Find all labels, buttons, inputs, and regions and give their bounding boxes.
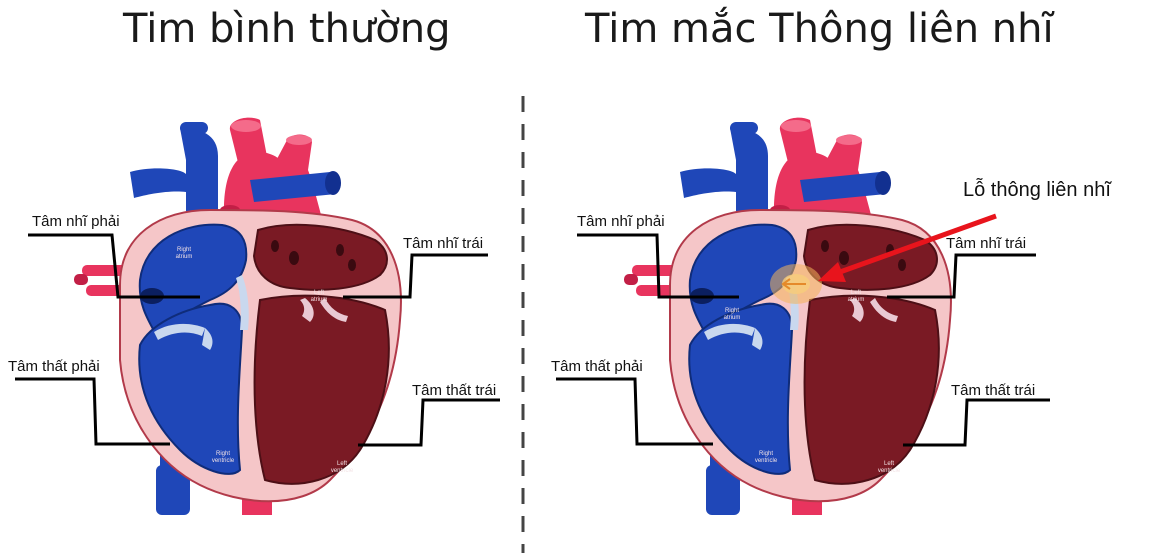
normal-rv-inner-line2: ventricle: [212, 458, 235, 464]
heart-illustration: [74, 118, 401, 515]
normal-la-inner-line2: atrium: [311, 297, 328, 303]
asd-ra-inner-line1: Right: [725, 308, 739, 314]
normal-ra-inner-line2: atrium: [176, 254, 193, 260]
normal-lv-inner-line1: Left: [337, 461, 347, 467]
label-normal-right-atrium: Tâm nhĩ phải: [32, 213, 120, 230]
normal-heart: [74, 118, 401, 515]
normal-lv-inner-line2: ventricle: [331, 468, 354, 474]
atrial-septal-defect: [770, 264, 822, 304]
asd-la-inner-line1: Left: [851, 290, 861, 296]
label-asd-left-ventricle: Tâm thất trái: [951, 382, 1035, 399]
asd-heart: [624, 118, 951, 515]
normal-la-inner-line1: Left: [314, 290, 324, 296]
asd-rv-inner-line2: ventricle: [755, 458, 778, 464]
label-asd-right-atrium: Tâm nhĩ phải: [577, 213, 665, 230]
label-asd-right-ventricle: Tâm thất phải: [551, 358, 643, 375]
label-asd-hole: Lỗ thông liên nhĩ: [963, 178, 1112, 201]
normal-rv-inner-line1: Right: [216, 451, 230, 457]
label-normal-right-ventricle: Tâm thất phải: [8, 358, 100, 375]
asd-ra-inner-line2: atrium: [724, 315, 741, 321]
asd-lv-inner-line1: Left: [884, 461, 894, 467]
asd-la-inner-line2: atrium: [848, 297, 865, 303]
heart-illustration: [624, 118, 951, 515]
normal-ra-inner-line1: Right: [177, 247, 191, 253]
label-asd-left-atrium: Tâm nhĩ trái: [946, 235, 1026, 252]
asd-rv-inner-line1: Right: [759, 451, 773, 457]
asd-lv-inner-line2: ventricle: [878, 468, 901, 474]
label-normal-left-ventricle: Tâm thất trái: [412, 382, 496, 399]
label-normal-left-atrium: Tâm nhĩ trái: [403, 235, 483, 252]
